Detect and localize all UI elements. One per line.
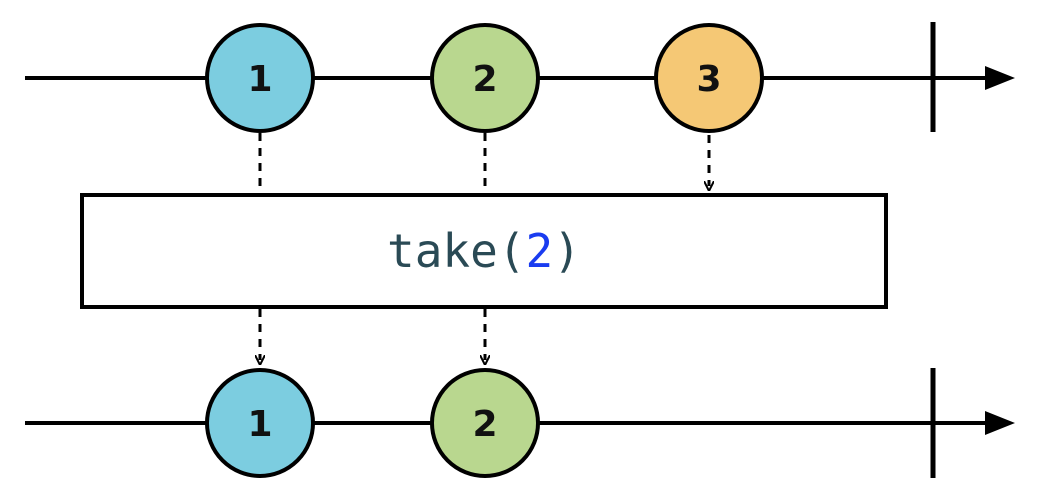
output-marble-1-label: 1 (247, 404, 272, 445)
output-timeline-arrowhead (985, 411, 1015, 435)
output-marble-1-circle (205, 368, 315, 478)
input-timeline-arrowhead (985, 66, 1015, 90)
input-marble-3: 3 (654, 23, 764, 133)
input-marble-3-label: 3 (696, 59, 721, 100)
input-marble-1: 1 (205, 23, 315, 133)
operator-name: take (387, 224, 498, 278)
output-marble-2: 2 (430, 368, 540, 478)
operator-box-frame (80, 193, 888, 309)
operator-close-paren: ) (553, 224, 581, 278)
operator-box: take(2) (80, 193, 888, 309)
output-marble-2-circle (430, 368, 540, 478)
input-marble-1-label: 1 (247, 59, 272, 100)
output-marble-2-label: 2 (472, 404, 497, 445)
input-marble-3-circle (654, 23, 764, 133)
output-marble-1: 1 (205, 368, 315, 478)
operator-label: take(2) (387, 224, 581, 278)
input-marble-2-label: 2 (472, 59, 497, 100)
operator-open-paren: ( (498, 224, 526, 278)
operator-argument: 2 (526, 224, 554, 278)
input-marble-1-circle (205, 23, 315, 133)
input-marble-2-circle (430, 23, 540, 133)
input-marble-2: 2 (430, 23, 540, 133)
